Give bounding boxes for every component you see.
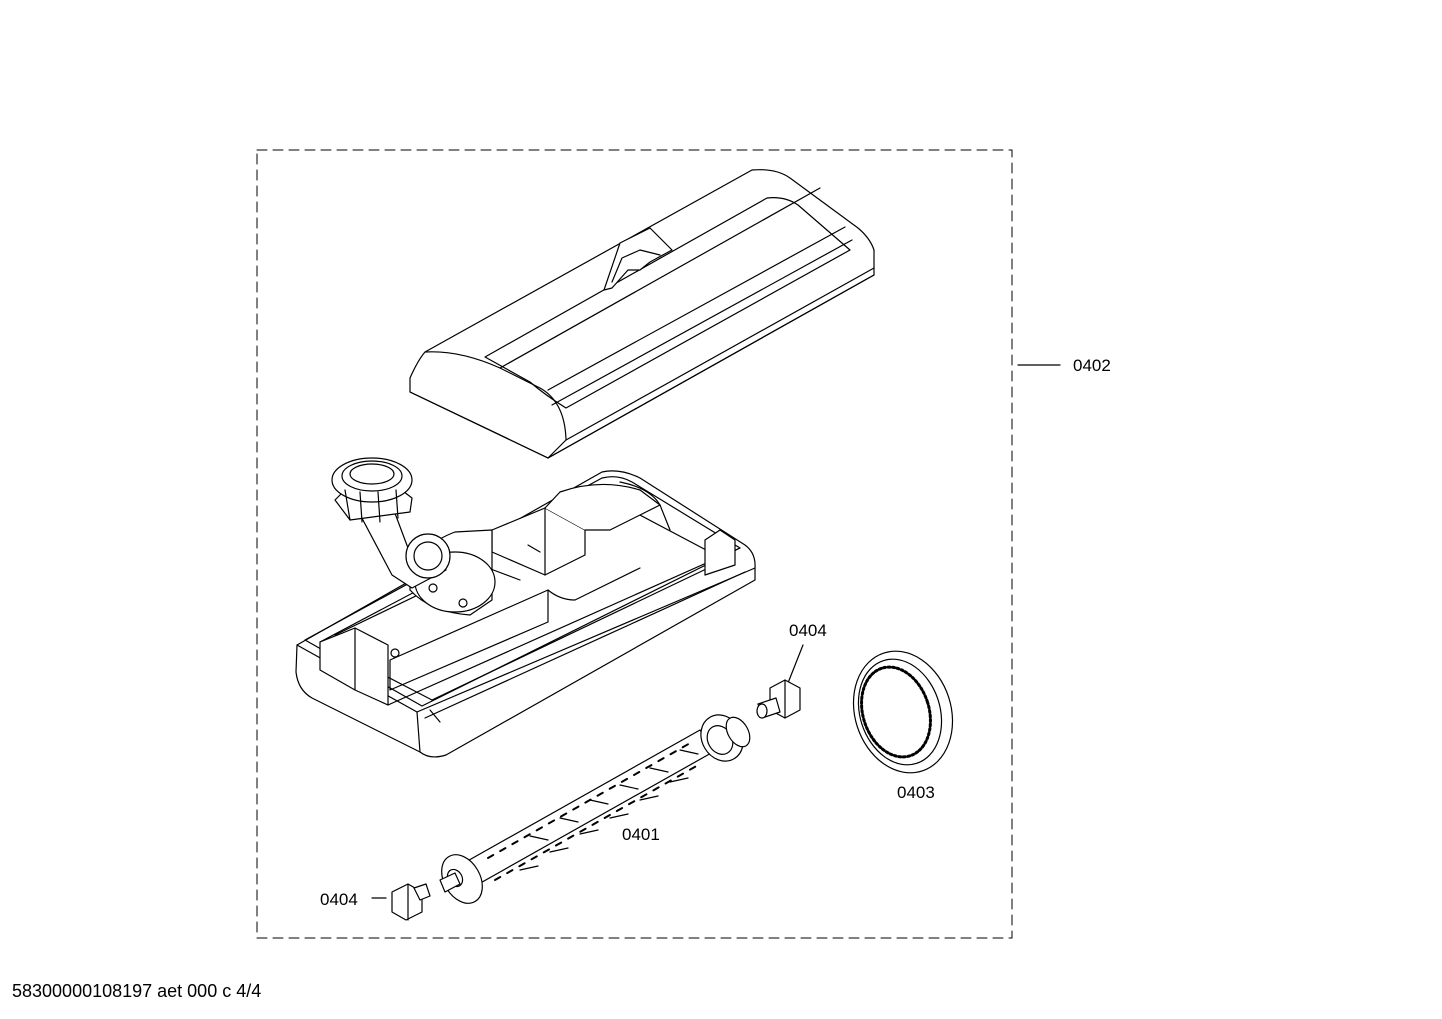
part-label-0404-top: 0404	[789, 621, 827, 640]
drive-belt	[852, 650, 954, 774]
part-label-0402: 0402	[1073, 356, 1111, 375]
brush-roller	[439, 714, 751, 904]
part-label-0401: 0401	[622, 825, 660, 844]
part-label-0404-bottom: 0404	[320, 890, 358, 909]
document-footer-code: 58300000108197 aet 000 c 4/4	[12, 981, 262, 1001]
part-label-0403: 0403	[897, 783, 935, 802]
bracket-bottom	[391, 883, 431, 921]
bracket-top	[756, 679, 801, 719]
hose-connector	[331, 457, 451, 589]
assembly-boundary	[256, 149, 1013, 939]
top-cover	[409, 169, 875, 459]
leader-line-0404-top	[785, 644, 804, 689]
